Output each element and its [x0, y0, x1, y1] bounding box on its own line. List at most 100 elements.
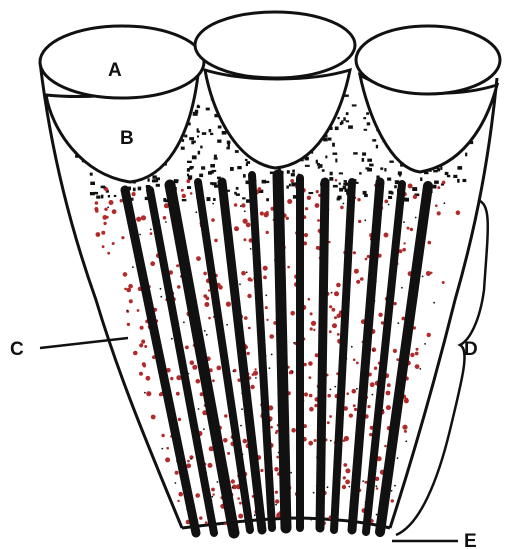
stipple-speck: [241, 408, 243, 410]
stipple-speck: [330, 440, 332, 442]
red-dot: [393, 302, 396, 305]
stipple-speck: [255, 377, 257, 379]
stipple-mark: [242, 197, 246, 199]
stipple-speck: [397, 322, 399, 324]
cup-middle-lower: [205, 70, 350, 168]
red-dot: [208, 463, 213, 468]
red-dot: [226, 302, 231, 307]
stipple-mark: [335, 127, 339, 131]
red-dot: [353, 404, 356, 407]
stipple-mark: [209, 129, 212, 132]
red-dot: [95, 201, 99, 205]
red-dot: [224, 414, 227, 417]
red-dot: [196, 379, 201, 384]
stipple-speck: [246, 271, 248, 273]
red-dot: [266, 231, 269, 234]
red-dot: [304, 233, 308, 237]
red-dot: [269, 334, 274, 339]
stipple-mark: [287, 170, 290, 174]
stipple-speck: [271, 354, 273, 356]
red-dot: [243, 238, 246, 241]
pointer-c-line: [40, 338, 128, 348]
stipple-speck: [415, 217, 417, 219]
red-dot: [112, 242, 115, 245]
red-dot: [342, 485, 346, 489]
red-dot: [139, 343, 143, 347]
stipple-mark: [337, 117, 339, 119]
red-dot: [408, 184, 413, 189]
stipple-mark: [325, 156, 327, 159]
red-dot: [329, 415, 332, 418]
stipple-speck: [433, 302, 435, 304]
stipple-mark: [289, 184, 291, 187]
red-dot: [403, 242, 405, 244]
red-dot: [260, 211, 264, 215]
red-dot: [211, 218, 215, 222]
red-dot: [287, 199, 292, 204]
label-a: A: [108, 60, 122, 81]
red-dot: [102, 245, 105, 248]
red-dot: [291, 428, 296, 433]
stipple-mark: [404, 198, 407, 202]
red-dot: [133, 351, 138, 356]
stipple-speck: [232, 487, 234, 489]
red-dot: [263, 266, 268, 271]
stipple-mark: [213, 198, 216, 201]
red-dot: [243, 219, 248, 224]
stipple-speck: [444, 202, 446, 204]
red-dot: [407, 227, 410, 230]
red-dot: [386, 405, 391, 410]
stipple-mark: [152, 175, 156, 178]
red-dot: [170, 377, 173, 380]
red-dot: [364, 481, 367, 484]
red-dot: [128, 284, 133, 289]
stipple-mark: [465, 153, 467, 157]
red-dot: [437, 186, 440, 189]
stipple-speck: [351, 346, 353, 348]
stipple-speck: [388, 204, 390, 206]
stipple-mark: [207, 197, 211, 201]
stipple-mark: [345, 189, 348, 193]
red-dot: [384, 233, 389, 238]
red-dot: [430, 272, 432, 274]
stipple-mark: [227, 141, 231, 145]
red-dot: [275, 491, 278, 494]
red-dot: [243, 439, 248, 444]
stipple-mark: [388, 196, 392, 199]
cup-structures: [40, 12, 500, 182]
red-dot: [310, 327, 313, 330]
stipple-speck: [212, 203, 214, 205]
red-dot: [234, 203, 237, 206]
stipple-mark: [197, 105, 199, 107]
stipple-speck: [327, 486, 329, 488]
red-dot: [309, 394, 313, 398]
red-dot: [190, 360, 195, 365]
red-dot: [372, 347, 377, 352]
red-dot: [345, 480, 350, 485]
stipple-speck: [269, 367, 271, 369]
red-dot: [327, 421, 330, 424]
stipple-speck: [239, 283, 241, 285]
red-dot: [274, 467, 279, 472]
red-dot: [208, 289, 210, 291]
stipple-mark: [156, 184, 160, 187]
stipple-speck: [206, 334, 208, 336]
stipple-mark: [437, 168, 441, 171]
red-dot: [144, 345, 147, 348]
stipple-mark: [90, 173, 93, 176]
red-dot: [203, 294, 207, 298]
stipple-mark: [197, 136, 199, 138]
stipple-speck: [419, 368, 421, 370]
red-dot: [143, 364, 146, 367]
stipple-speck: [161, 448, 163, 450]
red-dot: [239, 502, 242, 505]
red-dot: [141, 340, 145, 344]
stipple-mark: [228, 144, 231, 147]
stipple-mark: [367, 122, 371, 125]
stipple-speck: [334, 386, 336, 388]
red-dot: [185, 346, 189, 350]
stipple-mark: [353, 152, 358, 154]
stipple-speck: [190, 458, 192, 460]
stipple-mark: [230, 167, 234, 171]
stipple-speck: [198, 408, 200, 410]
